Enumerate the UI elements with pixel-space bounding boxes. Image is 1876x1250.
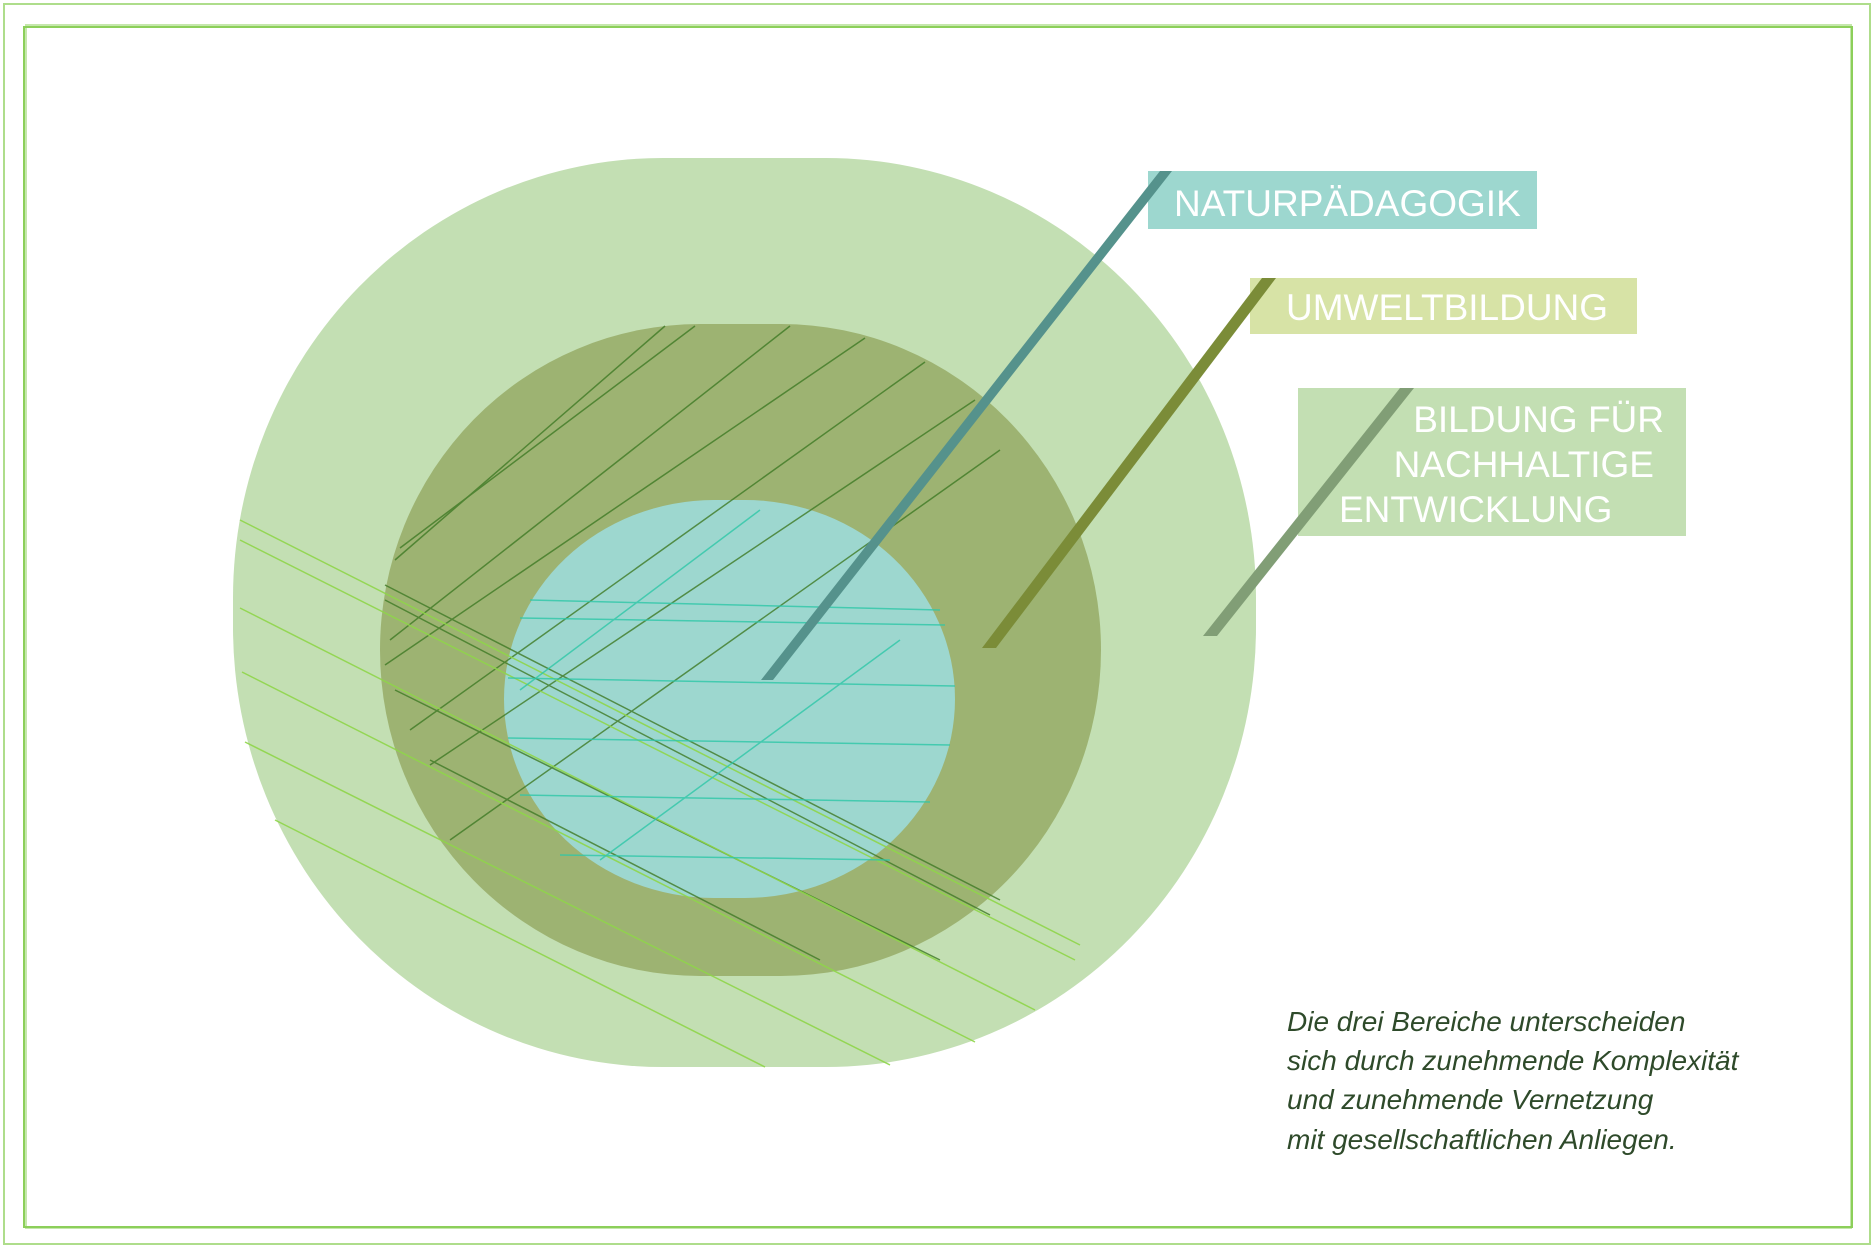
- bne-label-line1: BILDUNG FÜR: [1413, 399, 1664, 440]
- hatching-light: [239, 519, 1081, 1068]
- naturpaedagogik-label-box: [1148, 171, 1537, 229]
- bne-label-line3: ENTWICKLUNG: [1339, 489, 1612, 530]
- naturpaedagogik-label: NATURPÄDAGOGIK: [1174, 183, 1521, 224]
- note-line-1: Die drei Bereiche unterscheiden: [1287, 1006, 1685, 1037]
- bne-label-line2: NACHHALTIGE: [1394, 444, 1654, 485]
- hatching-dark: [384, 325, 1001, 961]
- umweltbildung-pointer-line: [982, 278, 1276, 648]
- umweltbildung-label: UMWELTBILDUNG: [1286, 287, 1608, 328]
- umweltbildung-label-box: [1250, 278, 1637, 334]
- note-line-3: und zunehmende Vernetzung: [1287, 1084, 1654, 1115]
- bne-label-box: [1298, 388, 1686, 536]
- naturpaedagogik-pointer-line: [761, 171, 1172, 680]
- note-line-2: sich durch zunehmende Komplexität: [1287, 1045, 1740, 1076]
- bne-pointer-line: [1203, 388, 1414, 636]
- note-line-4: mit gesellschaftlichen Anliegen.: [1287, 1124, 1677, 1155]
- sketch-frame: [3, 3, 1871, 1245]
- hatching-teal: [507, 509, 956, 861]
